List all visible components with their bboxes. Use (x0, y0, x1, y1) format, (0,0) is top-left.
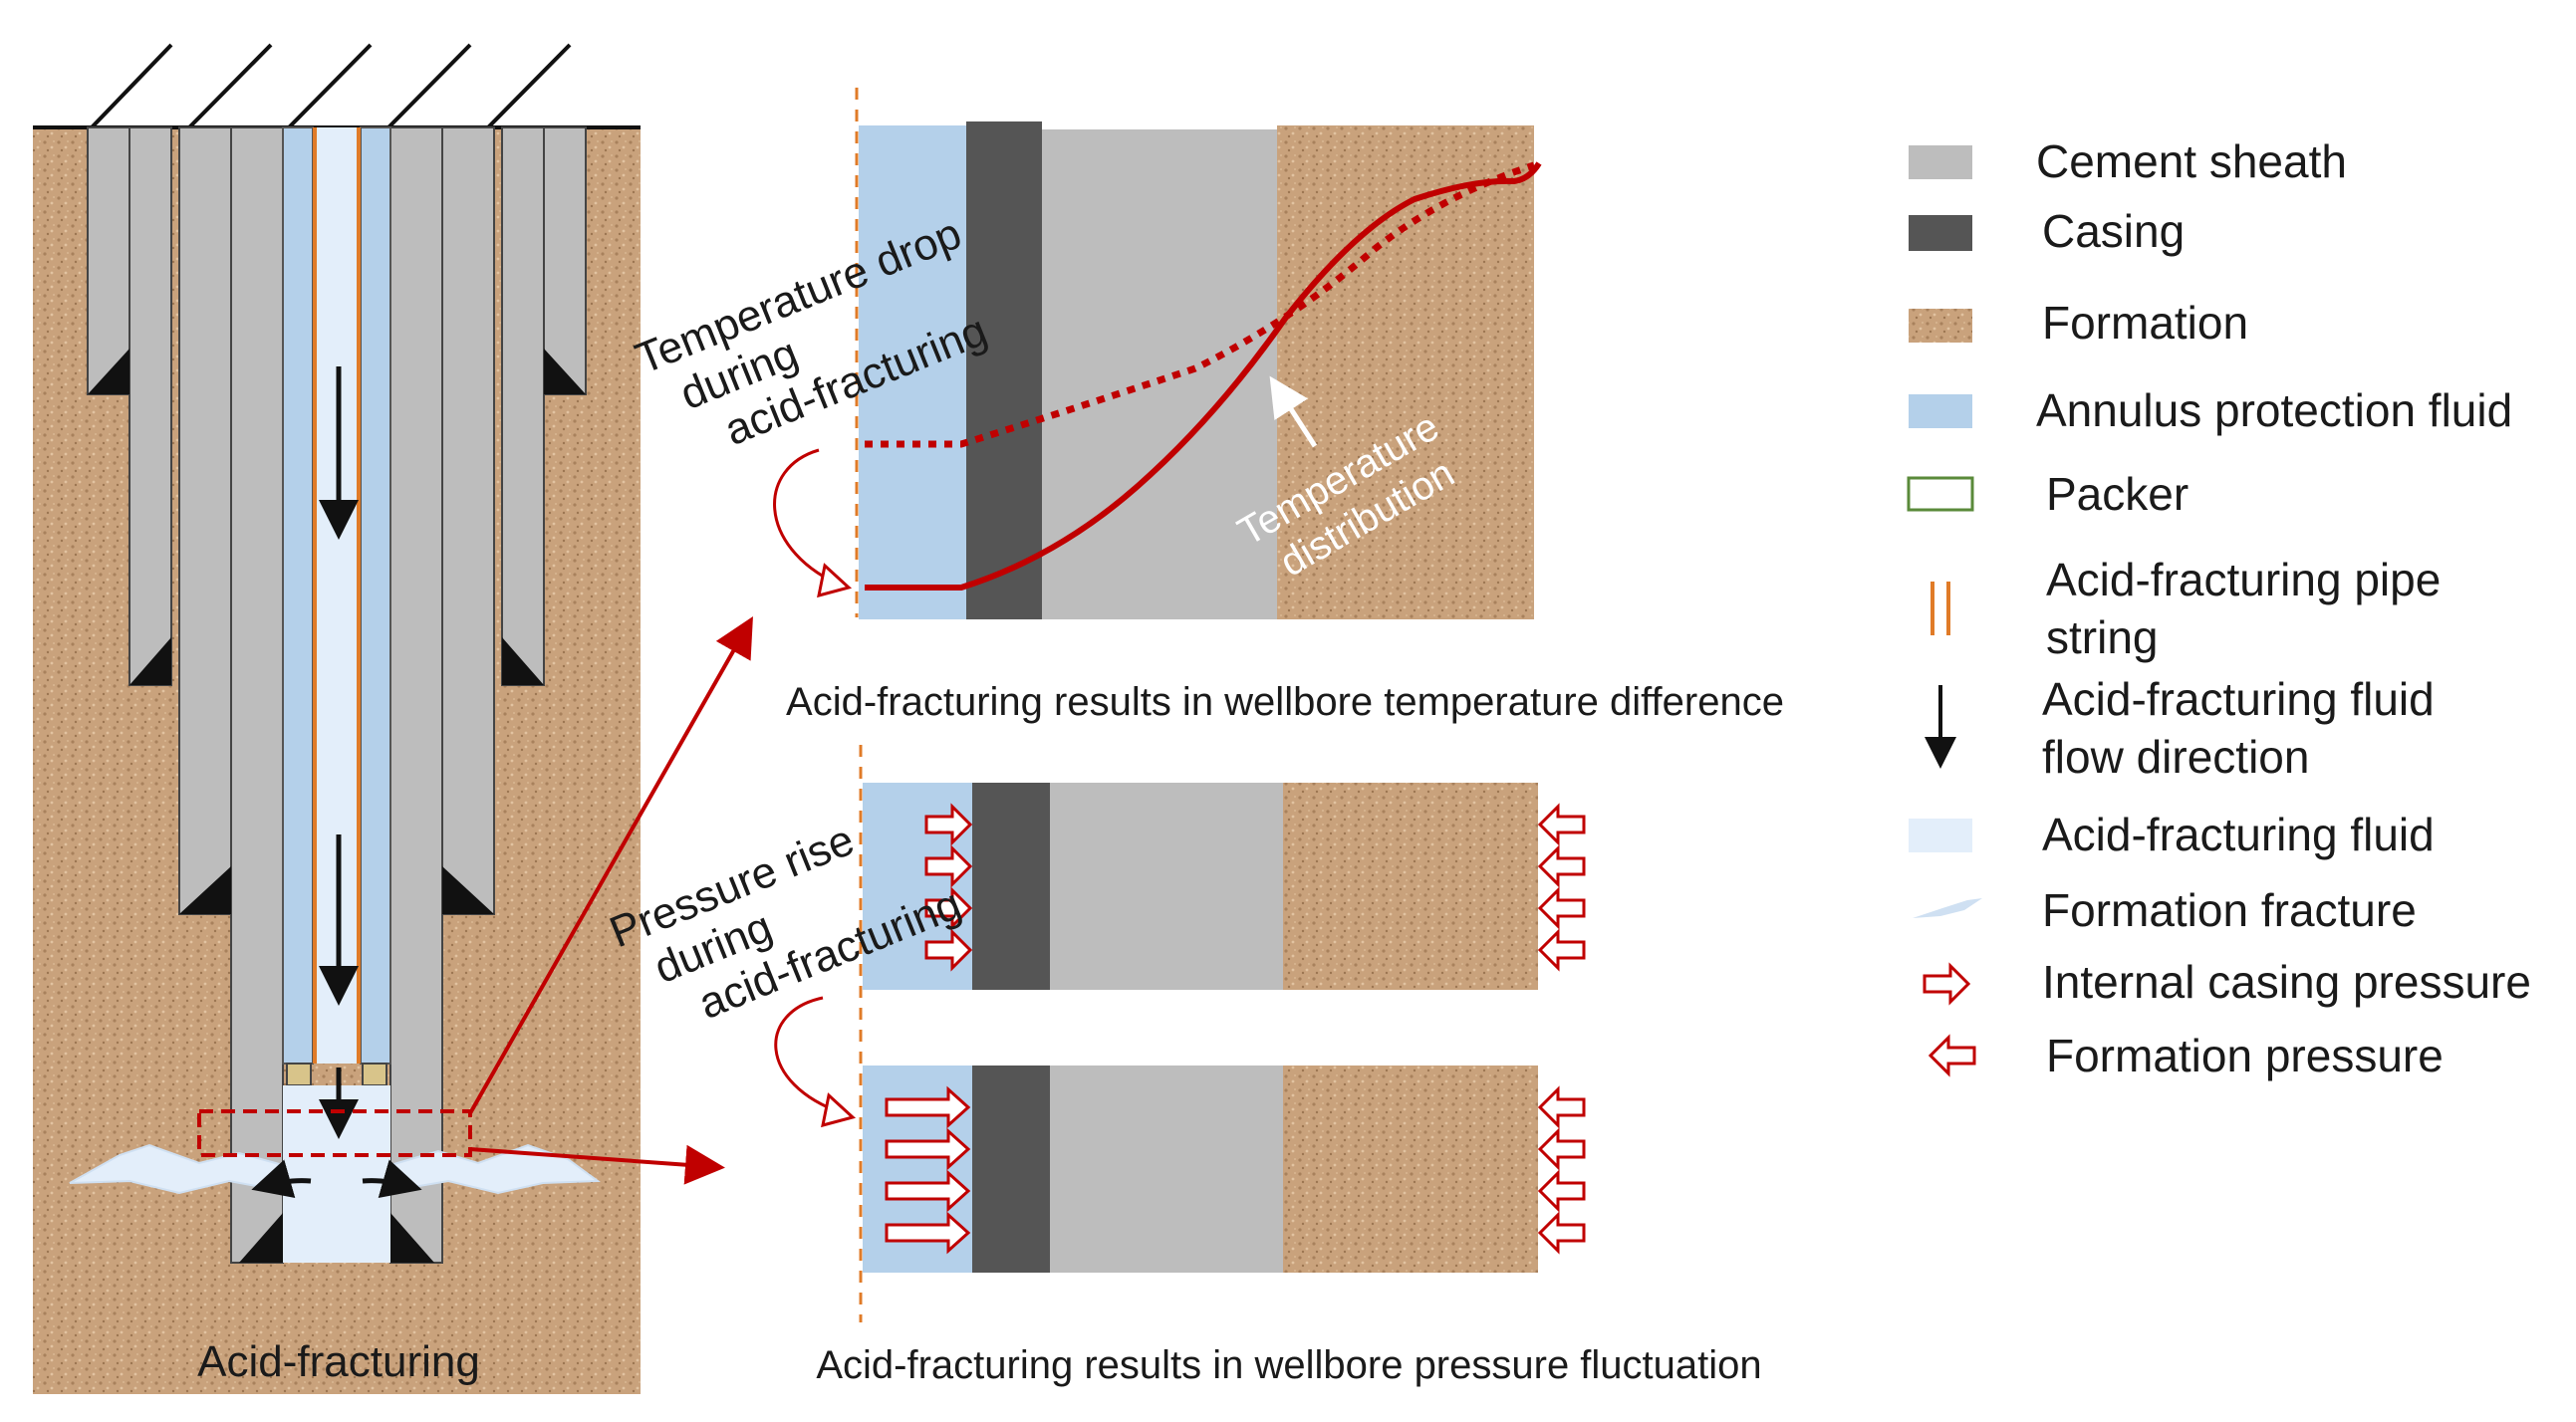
formation-pressure-arrows-before (1537, 803, 1586, 972)
pressure-curved-arrow-head (821, 1092, 857, 1128)
left-arrow-icon (1537, 928, 1586, 972)
cement-production-left (230, 126, 284, 1264)
casing-swatch (1909, 215, 1972, 251)
legend-label: Acid-fracturing pipe string (2046, 554, 2453, 663)
well-section: Acid-fracturing (33, 43, 641, 1394)
legend-label: Cement sheath (2036, 135, 2347, 187)
legend-label: Packer (2046, 468, 2189, 520)
temperature-curve-dotted (865, 161, 1536, 448)
cement-mid-right (501, 126, 545, 686)
right-arrow-icon (885, 1211, 971, 1255)
right-arrow-icon (885, 1085, 971, 1129)
cement-inner-left (178, 126, 232, 915)
legend-label: Casing (2042, 205, 2185, 257)
fracture-icon (1913, 898, 1982, 918)
packer-left (286, 1063, 312, 1086)
internal-pressure-arrows-after (885, 1085, 971, 1255)
right-arrow-icon (885, 1169, 971, 1213)
left-arrow-icon (1928, 1034, 1976, 1077)
left-arrow-icon (1537, 886, 1586, 930)
cement-sheath-swatch (1909, 145, 1972, 179)
packer-swatch (1907, 476, 1974, 512)
left-arrow-icon (1537, 1169, 1586, 1213)
cement-mid-left (129, 126, 172, 686)
curve-pointer-arrow (1269, 375, 1318, 448)
pressure-section-after (863, 1066, 1538, 1273)
legend-label: Annulus protection fluid (2036, 384, 2512, 436)
pressure-caption: Acid-fracturing results in wellbore pres… (816, 1343, 1761, 1387)
temp-formation (1277, 125, 1534, 619)
fracture-flow-right-icon (362, 1159, 422, 1198)
legend-label: Acid-fracturing fluid (2042, 809, 2435, 860)
temperature-panel: Temperature distribution Temperature dro… (629, 88, 1784, 724)
packer-right (362, 1063, 387, 1086)
left-arrow-icon (1537, 1211, 1586, 1255)
legend: Cement sheath Casing Formation Annulus p… (1907, 135, 2531, 1081)
formation-pressure-arrows-after (1537, 1085, 1586, 1255)
cement-inner-right (441, 126, 495, 915)
pressure-curved-arrow (774, 996, 844, 1115)
legend-label: Internal casing pressure (2042, 956, 2531, 1008)
well-title: Acid-fracturing (197, 1337, 480, 1386)
flow-arrows (251, 366, 422, 1198)
temperature-caption: Acid-fracturing results in wellbore temp… (786, 680, 1784, 724)
pressure-panel: Pressure rise during acid-fracturing Aci… (603, 745, 1762, 1387)
right-arrow-icon (885, 1127, 971, 1171)
annulus-fluid-right (360, 126, 391, 1065)
annulus-fluid-left (282, 126, 314, 1065)
right-arrow-icon (924, 928, 973, 972)
annulus-fluid-swatch (1909, 394, 1972, 428)
left-arrow-icon (1537, 1085, 1586, 1129)
right-arrow-icon (924, 886, 973, 930)
temp-cement (1042, 129, 1277, 619)
left-arrow-icon (1537, 844, 1586, 888)
zoom-box (197, 1109, 472, 1157)
formation-swatch (1909, 309, 1972, 343)
temp-annulus-fluid (859, 125, 966, 619)
right-arrow-icon (924, 803, 973, 846)
legend-label: Acid-fracturing fluid flow direction (2042, 673, 2447, 783)
internal-pressure-arrows-before (924, 803, 973, 972)
legend-label: Formation (2042, 297, 2248, 349)
temperature-curved-arrow-head (817, 563, 853, 598)
pressure-section-before (863, 783, 1538, 990)
temperature-curve-solid (865, 161, 1542, 591)
right-arrow-icon (924, 844, 973, 888)
left-arrow-icon (1537, 1127, 1586, 1171)
fracture-flow-left-icon (251, 1159, 312, 1198)
cement-outer-right (543, 126, 587, 395)
left-arrow-icon (1537, 803, 1586, 846)
temperature-curved-arrow (773, 448, 838, 586)
legend-label: Formation fracture (2042, 884, 2417, 936)
casing-shoes (88, 349, 586, 1263)
right-arrow-icon (1923, 962, 1971, 1006)
legend-label: Formation pressure (2046, 1030, 2444, 1081)
ground-hatch (90, 43, 572, 129)
cement-production-right (389, 126, 443, 1264)
acid-fluid-swatch (1909, 819, 1972, 852)
callout-lines (468, 616, 753, 1185)
cement-outer-left (87, 126, 130, 395)
pipe-string-icon (1931, 582, 1950, 635)
temp-casing (966, 121, 1042, 619)
